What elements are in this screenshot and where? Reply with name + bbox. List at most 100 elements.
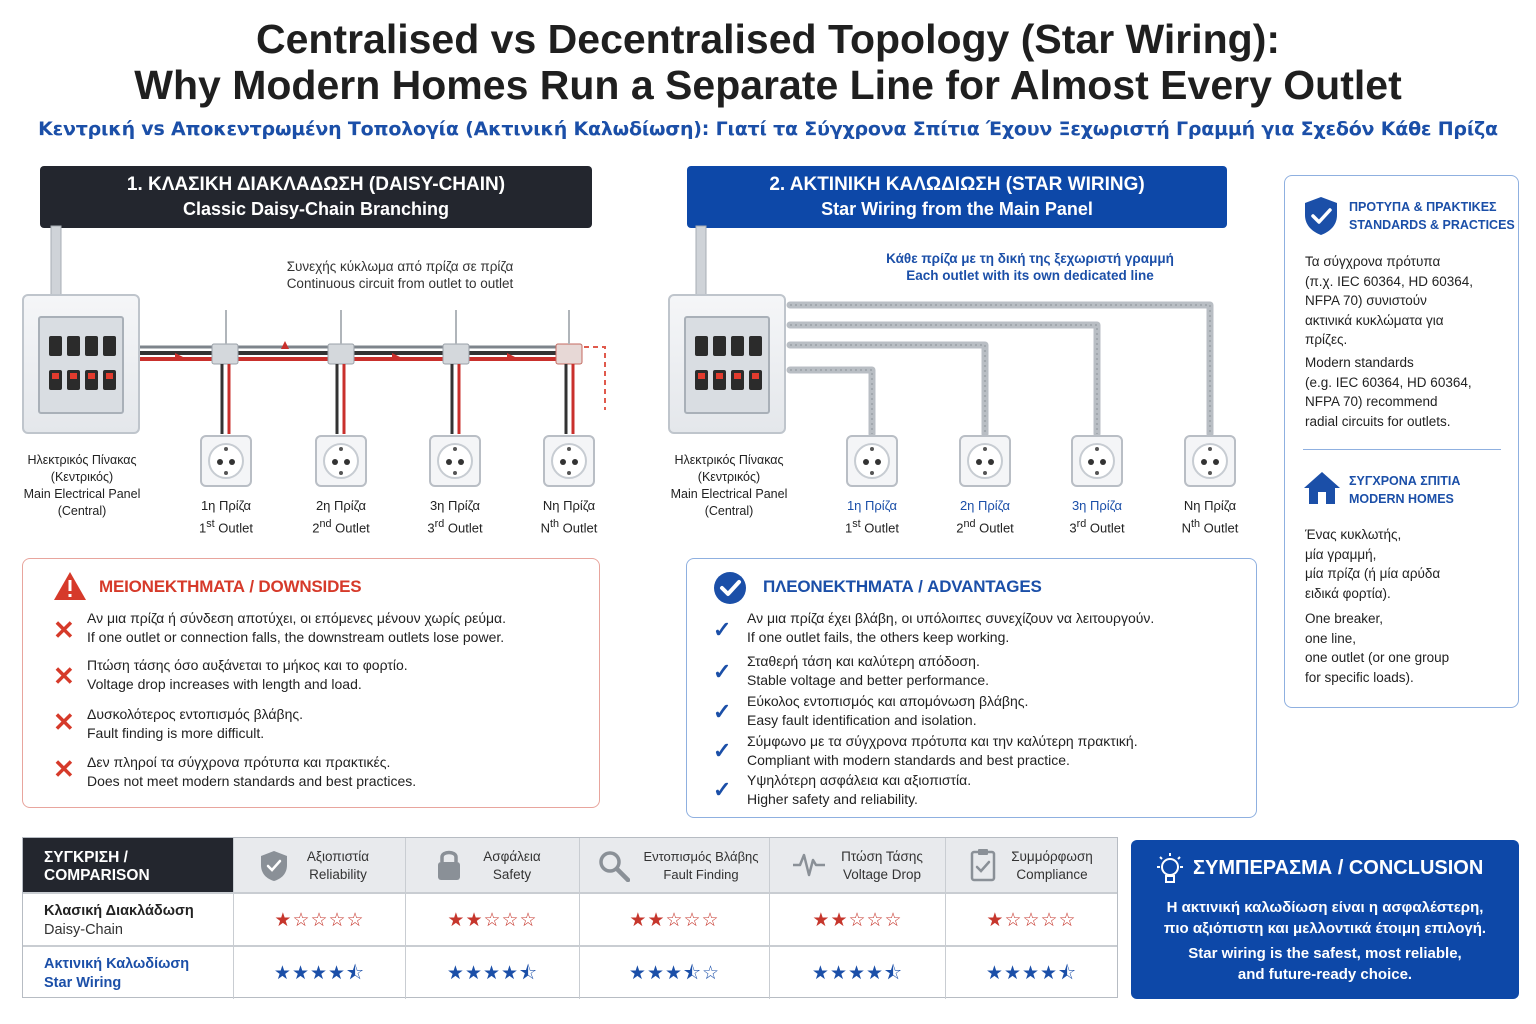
star-rating: ★★★★⯪ <box>446 961 539 984</box>
rating-cell: ★★☆☆☆ <box>405 893 579 946</box>
star-panel-label: Ηλεκτρικός Πίνακας (Κεντρικός) Main Elec… <box>670 453 788 518</box>
main-title-line1: Centralised vs Decentralised Topology (S… <box>255 16 1281 62</box>
check-mark-icon: ✓ <box>713 777 732 802</box>
standards-text-english: Modern standards (e.g. IEC 60364, HD 603… <box>1305 355 1472 429</box>
star-outlet-1 <box>846 435 898 487</box>
daisy-outlet-3-label: 3η Πρίζα 3rd Outlet <box>427 498 483 536</box>
advantages-box: ΠΛΕΟΝΕΚΤΗΜΑΤΑ / ADVANTAGES ✓ Αν μια πρίζ… <box>686 558 1257 818</box>
modern-homes-text-greek: Ένας κυκλωτής, μία γραμμή, μία πρίζα (ή … <box>1305 527 1441 601</box>
star-outlet-3 <box>1071 435 1123 487</box>
daisy-caption-greek: Συνεχής κύκλωμα από πρίζα σε πρίζα <box>286 259 514 274</box>
star-outlet-2-label: 2η Πρίζα 2nd Outlet <box>956 498 1014 536</box>
star-header-english: Star Wiring from the Main Panel <box>821 199 1093 219</box>
star-outlet-3-label: 3η Πρίζα 3rd Outlet <box>1069 498 1125 536</box>
rating-cell: ★☆☆☆☆ <box>233 893 405 946</box>
daisy-chain-header: 1. ΚΛΑΣΙΚΗ ΔΙΑΚΛΑΔΩΣΗ (DAISY-CHAIN) Clas… <box>40 166 592 228</box>
daisy-junction-3 <box>442 310 470 434</box>
daisy-junction-1 <box>211 310 239 434</box>
conclusion-box: ΣΥΜΠΕΡΑΣΜΑ / CONCLUSION Η ακτινική καλωδ… <box>1131 840 1519 999</box>
greek-subtitle: Κεντρική vs Αποκεντρωμένη Τοπολογία (Ακτ… <box>38 118 1498 140</box>
star-caption-greek: Κάθε πρίζα με τη δική της ξεχωριστή γραμ… <box>886 251 1174 266</box>
star-rating: ★★★★⯪ <box>985 961 1078 984</box>
daisy-panel-breakers <box>38 316 124 414</box>
daisy-header-greek: 1. ΚΛΑΣΙΚΗ ΔΙΑΚΛΑΔΩΣΗ (DAISY-CHAIN) <box>126 174 506 195</box>
advantage-item-4: Σύμφωνο με τα σύγχρονα πρότυπα και την κ… <box>747 733 1138 768</box>
conclusion-text-greek: Η ακτινική καλωδίωση είναι η ασφαλέστερη… <box>1163 899 1487 937</box>
advantage-item-3: Εύκολος εντοπισμός και απομόνωση βλάβης.… <box>747 693 1029 728</box>
standards-text-greek: Τα σύγχρονα πρότυπα (π.χ. IEC 60364, HD … <box>1305 254 1473 347</box>
rating-cell: ★★☆☆☆ <box>769 893 945 946</box>
star-rating: ★★★⯪☆ <box>628 961 721 984</box>
advantage-item-5: Υψηλότερη ασφάλεια και αξιοπιστία.Higher… <box>747 772 972 807</box>
check-mark-icon: ✓ <box>713 659 732 684</box>
star-rating: ★☆☆☆☆ <box>986 908 1077 931</box>
star-conduit-2 <box>786 341 989 438</box>
shield-check-icon <box>261 851 287 881</box>
house-icon <box>1304 472 1340 504</box>
advantages-title: ΠΛΕΟΝΕΚΤΗΜΑΤΑ / ADVANTAGES <box>763 577 1042 596</box>
star-conduits <box>786 301 1214 438</box>
daisy-caption-english: Continuous circuit from outlet to outlet <box>286 276 514 291</box>
x-mark-icon: ✕ <box>53 754 75 784</box>
comparison-header: ΣΥΓΚΡΙΣΗ / COMPARISON <box>23 838 233 892</box>
downside-item-2: Πτώση τάσης όσο αυξάνεται το μήκος και τ… <box>87 657 408 692</box>
check-mark-icon: ✓ <box>713 617 732 642</box>
rating-cell: ★★☆☆☆ <box>579 893 769 946</box>
daisy-panel-label: Ηλεκτρικός Πίνακας (Κεντρικός) Main Elec… <box>23 453 141 518</box>
clipboard-check-icon <box>970 849 996 882</box>
daisy-extension-dashed <box>575 346 606 410</box>
daisy-outlet-3 <box>429 435 481 487</box>
modern-homes-text-english: One breaker, one line, one outlet (or on… <box>1305 611 1450 685</box>
daisy-outlet-n <box>543 435 595 487</box>
star-outlet-2 <box>959 435 1011 487</box>
daisy-junction-4 <box>555 310 583 434</box>
star-conduit-1 <box>786 366 876 438</box>
star-caption: Κάθε πρίζα με τη δική της ξεχωριστή γραμ… <box>830 250 1230 284</box>
conclusion-text-english: Star wiring is the safest, most reliable… <box>1188 945 1462 983</box>
standards-title: ΠΡΟΤΥΠΑ & ΠΡΑΚΤΙΚΕΣ STANDARDS & PRACTICE… <box>1349 200 1515 232</box>
advantage-item-2: Σταθερή τάση και καλύτερη απόδοση.Stable… <box>747 653 990 688</box>
rating-cell: ★★★⯪☆ <box>579 946 769 999</box>
star-outlet-n-label: Νη Πρίζα Nth Outlet <box>1181 498 1239 536</box>
star-panel-breakers <box>684 316 770 414</box>
star-conduit-extra <box>790 385 872 405</box>
standards-info-box: ΠΡΟΤΥΠΑ & ΠΡΑΚΤΙΚΕΣ STANDARDS & PRACTICE… <box>1284 175 1519 708</box>
info-divider <box>1303 449 1501 450</box>
main-title-line2: Why Modern Homes Run a Separate Line for… <box>134 62 1402 108</box>
rating-cell: ★★★★⯪ <box>769 946 945 999</box>
star-rating: ★☆☆☆☆ <box>274 908 365 931</box>
star-rating: ★★☆☆☆ <box>629 908 720 931</box>
warning-icon <box>54 572 86 600</box>
rating-cell: ★☆☆☆☆ <box>945 893 1117 946</box>
rating-cell: ★★★★⯪ <box>233 946 405 999</box>
daisy-outlet-2-label: 2η Πρίζα 2nd Outlet <box>312 498 370 536</box>
daisy-panel-feed-conduit <box>50 225 62 297</box>
star-rating: ★★★★⯪ <box>811 961 904 984</box>
rating-cell: ★★★★⯪ <box>945 946 1117 999</box>
daisy-outlet-2 <box>315 435 367 487</box>
row-label-star-wiring: Ακτινική Καλωδίωση Star Wiring <box>44 956 190 991</box>
lock-icon <box>438 850 460 880</box>
star-panel-feed-conduit <box>695 225 707 297</box>
star-caption-english: Each outlet with its own dedicated line <box>906 268 1154 283</box>
downside-item-4: Δεν πληροί τα σύγχρονα πρότυπα και πρακτ… <box>87 754 417 789</box>
daisy-outlet-1-label: 1η Πρίζα 1st Outlet <box>199 498 253 536</box>
modern-homes-title: ΣΥΓΧΡΟΝΑ ΣΠΙΤΙΑ MODERN HOMES <box>1349 474 1461 506</box>
daisy-current-arrows <box>175 341 515 361</box>
x-mark-icon: ✕ <box>53 707 75 737</box>
downsides-box: ΜΕΙΟΝΕΚΤΗΜΑΤΑ / DOWNSIDES ✕ Αν μια πρίζα… <box>22 558 600 808</box>
star-outlet-n <box>1184 435 1236 487</box>
star-rating: ★★☆☆☆ <box>812 908 903 931</box>
check-mark-icon: ✓ <box>713 699 732 724</box>
daisy-header-english: Classic Daisy-Chain Branching <box>182 199 450 219</box>
star-main-panel <box>668 294 786 434</box>
downside-item-3: Δυσκολότερος εντοπισμός βλάβης.Fault fin… <box>87 706 304 741</box>
star-rating: ★★★★⯪ <box>273 961 366 984</box>
conclusion-title: ΣΥΜΠΕΡΑΣΜΑ / CONCLUSION <box>1193 857 1484 879</box>
rating-cell: ★★★★⯪ <box>405 946 579 999</box>
